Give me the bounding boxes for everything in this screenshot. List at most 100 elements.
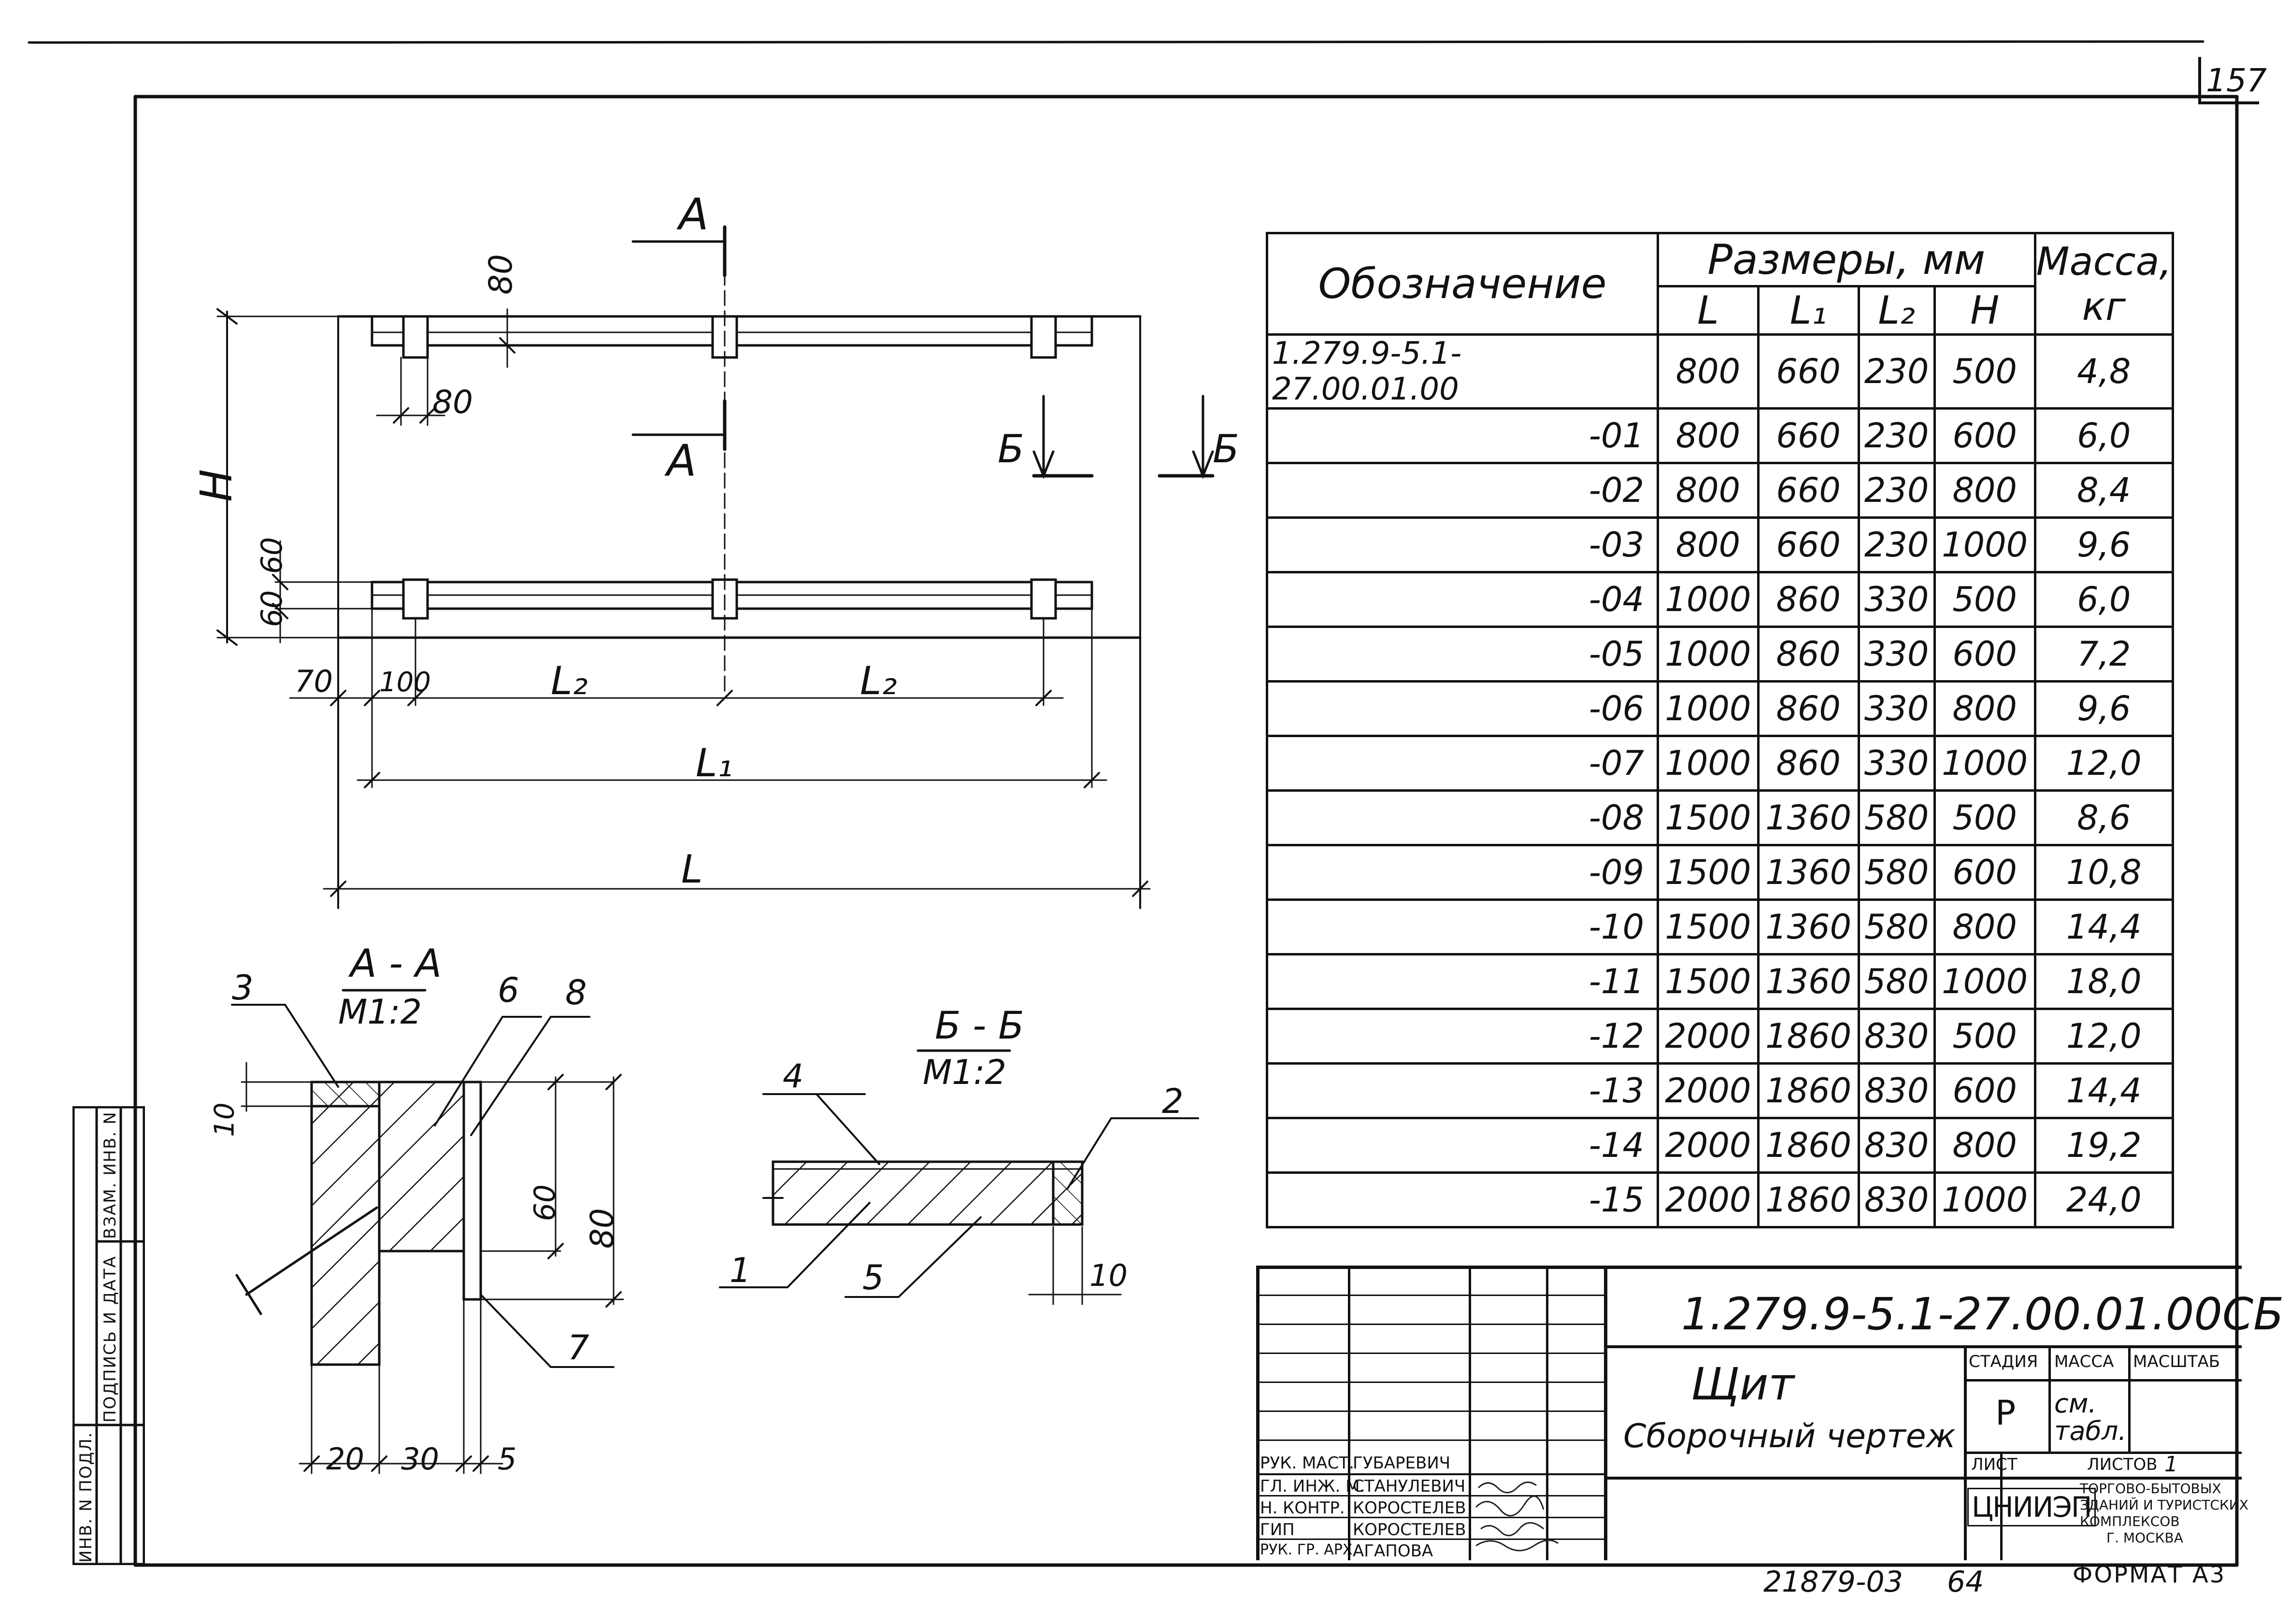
dim-l: L [681, 847, 703, 892]
callout-2: 2 [1162, 1082, 1184, 1121]
section-mark-a-bottom: A [667, 436, 697, 486]
org-logo: ЦНИИЭП [1967, 1488, 2096, 1526]
mass-cell: 9,6 [2033, 516, 2175, 573]
l1-cell: 1360 [1757, 844, 1860, 901]
stamp-frame [72, 1106, 145, 1565]
person-5: АГАПОВА [1353, 1541, 1433, 1561]
l2-cell: 330 [1857, 626, 1936, 683]
l-cell: 1500 [1657, 898, 1760, 955]
header-sizes: Размеры, мм [1657, 232, 2036, 287]
l1-cell: 860 [1757, 680, 1860, 737]
l-cell: 1000 [1657, 626, 1760, 683]
l-cell: 800 [1657, 462, 1760, 519]
dim-70: 70 [295, 664, 333, 699]
title-block: РУК. МАСТ. ГУБАРЕВИЧ ГЛ. ИНЖ. М. СТАНУЛЕ… [1256, 1266, 2284, 1561]
h-cell: 1000 [1933, 1171, 2036, 1228]
sheet-number-box: 157 [2198, 57, 2267, 104]
mass-cell: 4,8 [2033, 333, 2175, 410]
mass-cell: 6,0 [2033, 407, 2175, 464]
l-cell: 800 [1657, 407, 1760, 464]
mass-cell: 9,6 [2033, 680, 2175, 737]
l1-cell: 660 [1757, 462, 1860, 519]
designation-cell: -09 [1266, 844, 1659, 901]
mass-cell: 24,0 [2033, 1171, 2175, 1228]
header-mass: Масса, кг [2033, 232, 2175, 336]
role-4: ГИП [1260, 1520, 1295, 1539]
l-cell: 2000 [1657, 1117, 1760, 1174]
l2-cell: 230 [1857, 516, 1936, 573]
header-l1: L₁ [1757, 285, 1860, 336]
paper-format: ФОРМАТ А3 [2073, 1561, 2226, 1588]
header-h: H [1933, 285, 2036, 336]
archive-page: 64 [1947, 1565, 1984, 1599]
l2-cell: 830 [1857, 1062, 1936, 1119]
l2-cell: 580 [1857, 953, 1936, 1010]
l1-cell: 1860 [1757, 1062, 1860, 1119]
l2-cell: 330 [1857, 680, 1936, 737]
person-3: КОРОСТЕЛЕВ [1353, 1498, 1466, 1518]
l1-cell: 660 [1757, 333, 1860, 410]
designation-cell: -06 [1266, 680, 1659, 737]
l2-cell: 580 [1857, 898, 1936, 955]
h-cell: 800 [1933, 462, 2036, 519]
l1-cell: 660 [1757, 407, 1860, 464]
sheet-label: ЛИСТ [1971, 1455, 2018, 1474]
l2-cell: 230 [1857, 407, 1936, 464]
l-cell: 2000 [1657, 1062, 1760, 1119]
dim-80-horizontal: 80 [432, 384, 473, 421]
bb-dim-10: 10 [1089, 1258, 1128, 1293]
dim-l2-right: L₂ [860, 658, 897, 703]
section-bb-title: Б - Б [935, 1004, 1024, 1048]
l1-cell: 1860 [1757, 1008, 1860, 1065]
header-designation: Обозначение [1266, 232, 1659, 336]
designation-cell: -04 [1266, 571, 1659, 628]
l1-cell: 1360 [1757, 789, 1860, 846]
l-cell: 1000 [1657, 680, 1760, 737]
l-cell: 2000 [1657, 1171, 1760, 1228]
mass-cell: 8,4 [2033, 462, 2175, 519]
h-cell: 500 [1933, 333, 2036, 410]
section-mark-a-top: A [679, 189, 709, 240]
l1-cell: 1860 [1757, 1171, 1860, 1228]
h-cell: 600 [1933, 844, 2036, 901]
role-2: ГЛ. ИНЖ. М. [1260, 1477, 1365, 1496]
designation-cell: -02 [1266, 462, 1659, 519]
mass-cell: 7,2 [2033, 626, 2175, 683]
l1-cell: 860 [1757, 626, 1860, 683]
designation-cell: 1.279.9-5.1-27.00.01.00 [1266, 333, 1659, 410]
h-cell: 800 [1933, 1117, 2036, 1174]
mass-cell: 19,2 [2033, 1117, 2175, 1174]
role-3: Н. КОНТР. [1260, 1498, 1345, 1518]
l2-cell: 230 [1857, 333, 1936, 410]
l1-cell: 860 [1757, 735, 1860, 792]
h-cell: 800 [1933, 898, 2036, 955]
dim-l1: L₁ [696, 741, 733, 785]
callout-5: 5 [862, 1258, 884, 1297]
section-aa-scale: М1:2 [338, 992, 422, 1032]
l-cell: 1500 [1657, 844, 1760, 901]
aa-dim-5: 5 [498, 1441, 517, 1477]
header-l2: L₂ [1857, 285, 1936, 336]
l1-cell: 1360 [1757, 953, 1860, 1010]
designation-cell: -10 [1266, 898, 1659, 955]
sheets-value: 1 [2164, 1452, 2178, 1477]
callout-8: 8 [565, 973, 587, 1012]
role-1: РУК. МАСТ. [1260, 1453, 1354, 1473]
dim-l2-left: L₂ [551, 658, 588, 703]
mass-cell: 10,8 [2033, 844, 2175, 901]
l-cell: 800 [1657, 516, 1760, 573]
l2-cell: 330 [1857, 735, 1936, 792]
archive-number: 21879-03 [1763, 1565, 1903, 1599]
callout-3: 3 [232, 968, 254, 1008]
